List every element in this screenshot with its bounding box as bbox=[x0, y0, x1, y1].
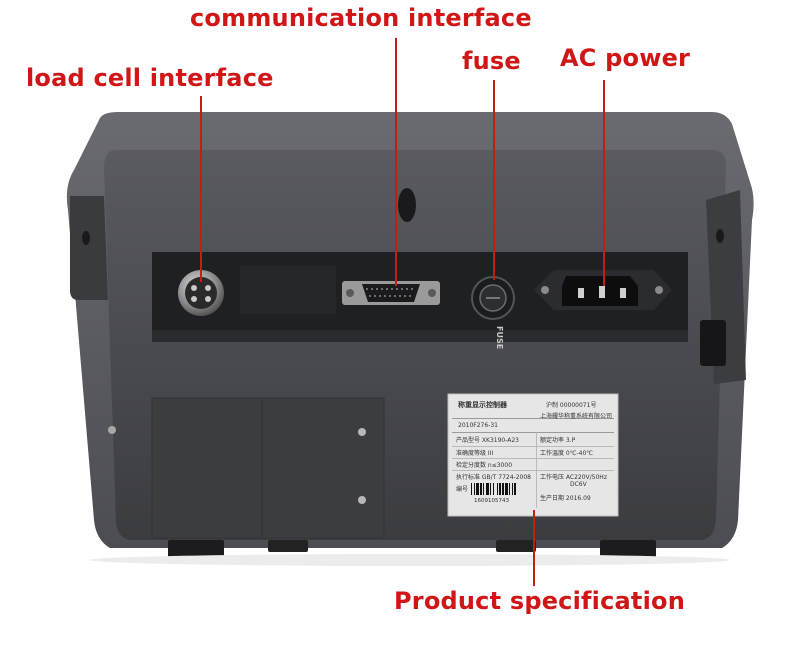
sticker-standard: 执行标准 GB/T 7724-2008 bbox=[456, 474, 531, 481]
foot-left bbox=[168, 540, 224, 558]
barcode-bar bbox=[480, 483, 482, 495]
barcode-bar bbox=[490, 483, 491, 495]
barcode-bar bbox=[493, 483, 494, 495]
barcode-bar bbox=[486, 483, 489, 495]
power-switch bbox=[700, 320, 726, 366]
callout-ac-power: AC power bbox=[560, 44, 691, 72]
sticker-pa-no: 2010F276-31 bbox=[458, 422, 498, 429]
sticker-dc: DC6V bbox=[570, 481, 587, 488]
fuse-holder bbox=[471, 276, 515, 320]
barcode-bar bbox=[512, 483, 513, 495]
side-screw bbox=[108, 426, 116, 434]
recess-inner-panel bbox=[240, 266, 336, 314]
sticker-cert-no: 沪制 00000071号 bbox=[546, 402, 597, 409]
floor-shadow bbox=[90, 554, 730, 566]
callout-fuse: fuse bbox=[462, 47, 521, 75]
barcode-lines bbox=[471, 483, 516, 495]
sticker-voltage: 工作电压 AC220V/50Hz bbox=[540, 474, 607, 481]
barcode-bar bbox=[474, 483, 475, 495]
load-cell-connector bbox=[178, 270, 224, 316]
top-screw-hole bbox=[398, 188, 416, 222]
communication-port bbox=[342, 281, 440, 305]
leader-communication bbox=[395, 38, 397, 286]
barcode-bar bbox=[505, 483, 508, 495]
barcode-bar bbox=[502, 483, 504, 495]
sticker-production-date: 生产日期 2016.09 bbox=[540, 495, 591, 502]
sticker-divisions: 检定分度数 n≤3000 bbox=[456, 462, 513, 469]
left-mount-hole bbox=[82, 231, 90, 245]
sticker-temperature: 工作温度 0℃-40℃ bbox=[540, 450, 594, 457]
fuse-marking: FUSE bbox=[495, 326, 504, 349]
sticker-barcode-number: 1609105743 bbox=[474, 498, 509, 504]
sticker-title: 称重显示控制器 bbox=[458, 401, 507, 409]
barcode-bar bbox=[514, 483, 516, 495]
left-side-tab bbox=[70, 196, 108, 300]
barcode-bar bbox=[499, 483, 501, 495]
sticker-accuracy: 准确度等级 III bbox=[456, 450, 494, 457]
panel-screw-top bbox=[358, 428, 366, 436]
barcode-bar bbox=[476, 483, 479, 495]
leader-load-cell bbox=[200, 96, 202, 282]
barcode-bar bbox=[471, 483, 472, 495]
callout-load-cell-interface: load cell interface bbox=[26, 64, 274, 92]
recess-ledge bbox=[152, 330, 688, 342]
ac-power-inlet bbox=[534, 270, 672, 310]
foot-mid-left bbox=[268, 540, 308, 552]
panel-screw-bottom bbox=[358, 496, 366, 504]
barcode-bar bbox=[497, 483, 498, 495]
sticker-manufacturer: 上海耀华称重系统有限公司 bbox=[540, 413, 613, 420]
foot-right bbox=[600, 540, 656, 558]
lower-cover-panel bbox=[151, 397, 385, 539]
product-spec-sticker bbox=[447, 393, 619, 517]
foot-mid-right bbox=[496, 540, 536, 552]
leader-ac-power bbox=[603, 80, 605, 286]
sticker-model: 产品型号 XK3190-A23 bbox=[456, 437, 519, 444]
barcode-bar bbox=[509, 483, 510, 495]
leader-product-spec bbox=[533, 510, 535, 586]
sticker-power-factor: 额定功率 3.P bbox=[540, 437, 576, 444]
leader-fuse bbox=[493, 80, 495, 280]
sticker-serial-label: 编号 bbox=[456, 486, 469, 493]
callout-product-specification: Product specification bbox=[394, 587, 685, 615]
right-mount-hole bbox=[716, 229, 724, 243]
barcode-bar bbox=[483, 483, 484, 495]
callout-communication-interface: communication interface bbox=[190, 4, 532, 32]
